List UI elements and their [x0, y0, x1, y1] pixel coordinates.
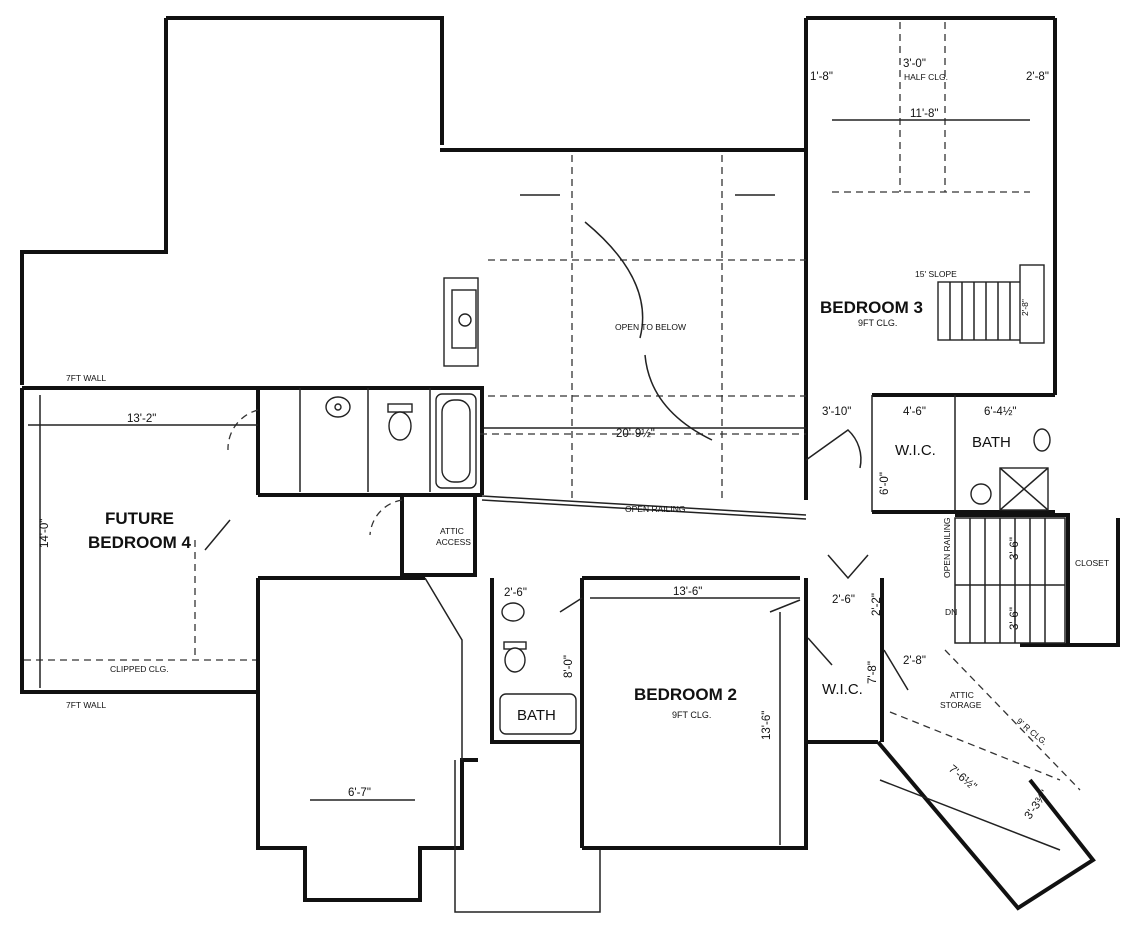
dim-2-2: 2'-2": [871, 593, 883, 616]
open-railing: [481, 495, 807, 520]
open-railing-label: OPEN RAILING: [625, 504, 685, 514]
open-railing-vertical-label: OPEN RAILING: [942, 518, 952, 578]
dim-7-8: 7'-8": [867, 661, 879, 684]
room-name-wic-upper: W.I.C.: [895, 442, 936, 459]
dim-20-9h: 20'-9½": [616, 428, 655, 440]
sink-icon: [501, 602, 525, 622]
dim-6-0: 6'-0": [879, 472, 891, 495]
dim-13-6-height: 13'-6": [761, 711, 773, 740]
attic-access-line2: ACCESS: [436, 537, 471, 547]
dimension-lines: [28, 119, 1061, 851]
exterior-walls: [20, 16, 1120, 913]
attic-storage-line2: STORAGE: [940, 700, 982, 710]
toilet-icon: [503, 641, 527, 673]
dim-1-8: 1'-8": [810, 71, 833, 83]
shower-icon: [999, 467, 1049, 511]
open-to-below-arrows: [520, 194, 775, 441]
clipped-clg-label: CLIPPED CLG.: [110, 664, 169, 674]
wall-7ft-upper-label: 7FT WALL: [66, 373, 106, 383]
bathtub-icon: [435, 393, 477, 489]
ceiling-note-bedroom3: 9FT CLG.: [858, 318, 897, 328]
dim-2-6: 2'-6": [832, 594, 855, 606]
dim-13-6-width: 13'-6": [673, 586, 702, 598]
dim-3-6-b: 3'-6": [1009, 607, 1021, 630]
dn-label: DN: [945, 607, 957, 617]
attic-access-line1: ATTIC: [440, 526, 464, 536]
dim-6-7: 6'-7": [348, 787, 371, 799]
dim-3-10: 3'-10": [822, 406, 851, 418]
dim-bath-2-6: 2'-6": [504, 587, 527, 599]
dim-4-6: 4'-6": [903, 406, 926, 418]
r-clg-label: 9' R CLG.: [1015, 716, 1050, 747]
sink-icon: [325, 396, 351, 418]
dim-13-2: 13'-2": [127, 413, 156, 425]
dim-2-8-b2: 2'-8": [903, 655, 926, 667]
toilet-icon: [387, 403, 413, 441]
dim-14-0: 14'-0": [39, 519, 51, 548]
room-name-bedroom3: BEDROOM 3: [820, 298, 923, 317]
interior-walls: [22, 148, 1070, 848]
wall-7ft-lower-label: 7FT WALL: [66, 700, 106, 710]
room-name-wic-lower: W.I.C.: [822, 681, 863, 698]
dashed-lines: [24, 22, 1081, 791]
half-clg-label: HALF CLG.: [904, 72, 948, 82]
open-to-below-label: OPEN TO BELOW: [615, 322, 686, 332]
sink-icon: [443, 277, 479, 367]
dim-11-8: 11'-8": [910, 108, 938, 120]
dim-3-0: 3'-0": [903, 58, 926, 70]
dim-2-8-small: 2'-8": [1020, 299, 1030, 316]
toilet-icon: [1033, 428, 1051, 452]
room-name-closet: CLOSET: [1075, 558, 1109, 568]
ceiling-note-bedroom2: 9FT CLG.: [672, 710, 711, 720]
room-name-bath-lower: BATH: [517, 707, 556, 724]
room-name-future-bedroom4-line1: FUTURE: [105, 509, 174, 528]
dim-6-4h: 6'-4½": [984, 406, 1017, 418]
room-name-bedroom2: BEDROOM 2: [634, 685, 737, 704]
bathtub-icon: [499, 693, 577, 735]
dim-7-6h: 7'-6½": [946, 763, 979, 793]
stairs-icon: [954, 517, 1066, 644]
door-swing-icon: [204, 409, 909, 691]
dim-2-8: 2'-8": [1026, 71, 1049, 83]
dim-3-6-a: 3'-6": [1009, 537, 1021, 560]
room-name-bath-upper: BATH: [972, 434, 1011, 451]
slope-label: 15' SLOPE: [915, 269, 957, 279]
sink-icon: [970, 483, 992, 505]
room-name-future-bedroom4-line2: BEDROOM 4: [88, 533, 192, 552]
dim-3-3q: 3'-3¾": [1023, 788, 1051, 822]
bed-icon: [937, 264, 1045, 344]
attic-storage-line1: ATTIC: [950, 690, 974, 700]
dim-bath-8-0: 8'-0": [563, 655, 575, 678]
